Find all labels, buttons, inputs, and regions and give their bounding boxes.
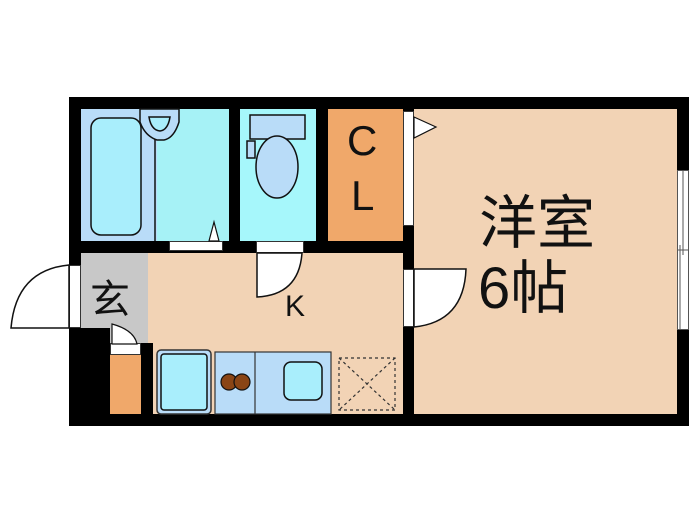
sink-icon	[283, 361, 323, 401]
wall-entrance-right	[141, 343, 153, 426]
shoe-box	[110, 355, 141, 414]
wall-bottom	[69, 414, 689, 426]
wall-bath-toilet	[229, 97, 240, 253]
western-room	[414, 109, 677, 414]
wall-room-divider-lower	[403, 327, 414, 426]
entrance-label: 玄	[90, 278, 130, 322]
entrance-door-swing	[10, 264, 70, 329]
wall-room-divider-upper	[403, 97, 414, 111]
kitchen-label: K	[285, 290, 306, 323]
bathtub-icon	[90, 117, 142, 236]
wall-horizontal-mid	[69, 241, 414, 253]
western-room-size: 6帖	[478, 256, 569, 321]
wall-right-upper	[677, 97, 689, 170]
door-marker-icon	[208, 219, 220, 242]
closet-label-c: C	[347, 117, 378, 164]
bath-door-opening	[169, 241, 223, 251]
toilet-bowl-icon	[255, 135, 299, 199]
shoe-box-door-swing	[111, 323, 138, 345]
wall-top	[69, 97, 689, 109]
wall-right-lower	[677, 330, 689, 426]
western-room-label: 洋室	[479, 191, 596, 256]
stove-burner-icon	[233, 373, 251, 391]
wall-toilet-closet	[316, 97, 328, 253]
wall-left-upper	[69, 97, 81, 265]
closet	[328, 109, 403, 241]
room-door-swing	[413, 268, 467, 328]
closet-door-marker-icon	[413, 116, 438, 139]
wall-entrance-bottom	[69, 343, 110, 355]
closet-label-l: L	[351, 172, 375, 219]
wall-room-divider-mid	[403, 226, 414, 269]
closet-door-opening	[403, 111, 414, 226]
toilet-door-swing	[256, 252, 303, 298]
